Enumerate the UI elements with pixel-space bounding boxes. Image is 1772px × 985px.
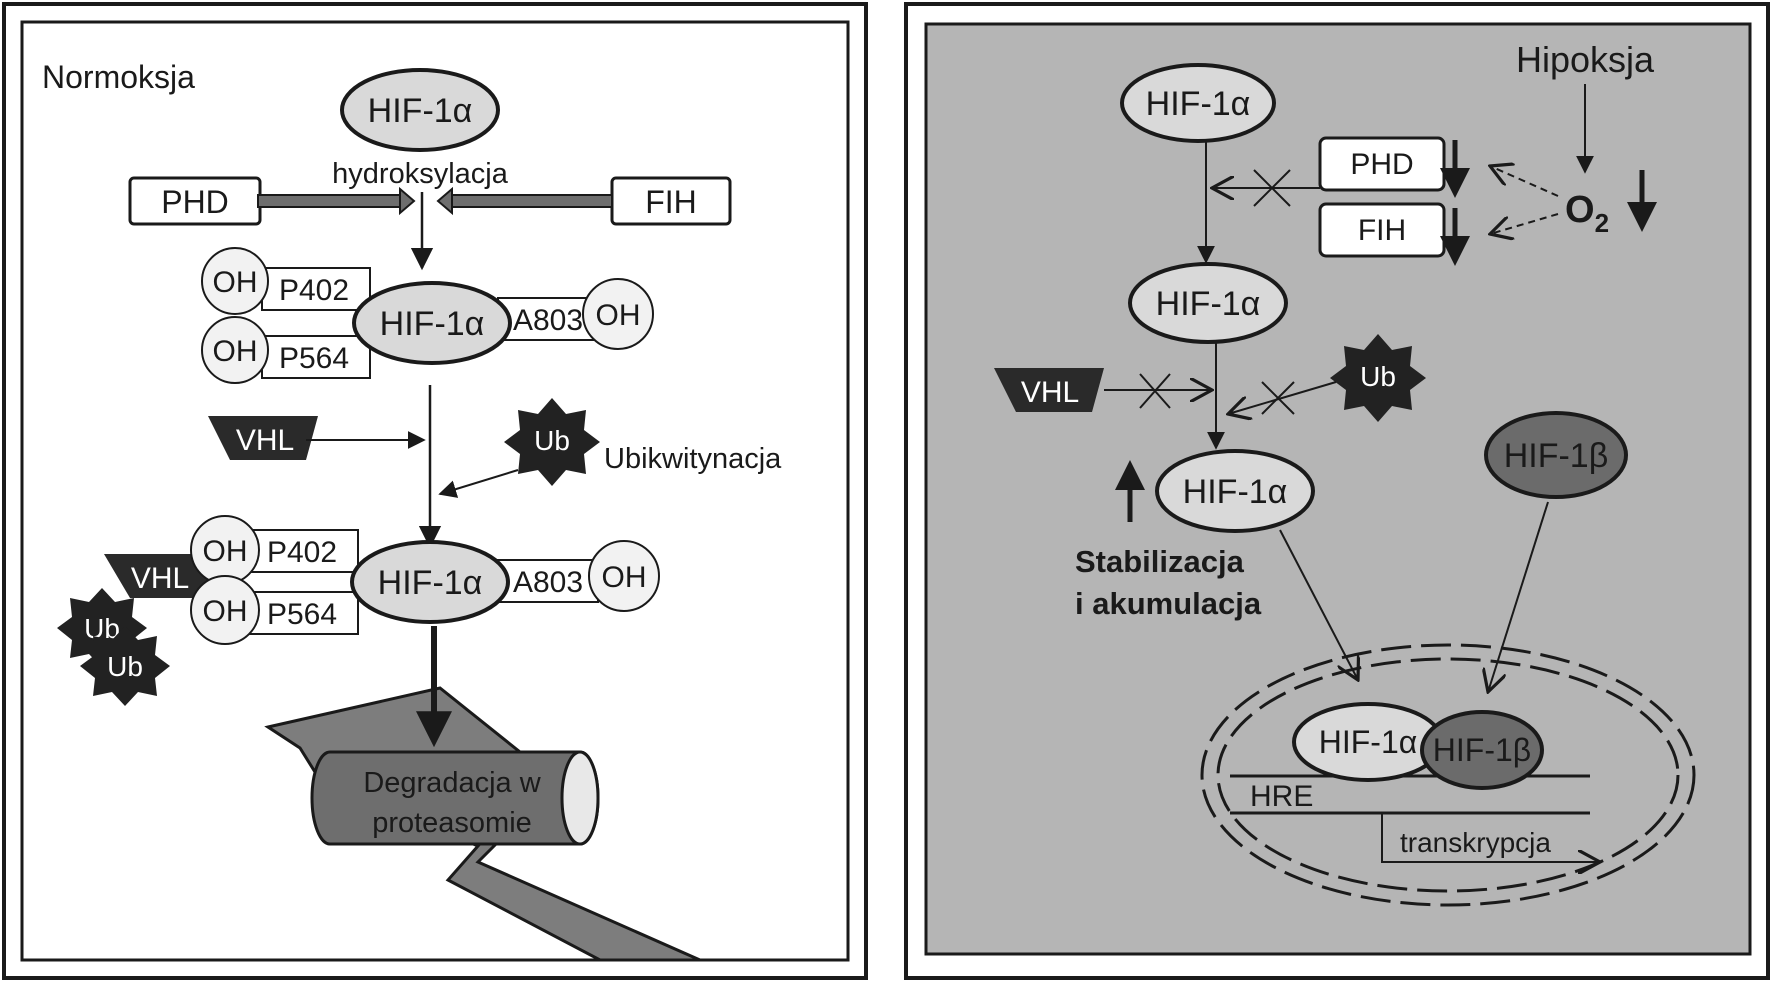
hif1a-ellipse-ubiquitinated xyxy=(350,540,510,624)
hif1a-label-hypoxia-1: HIF-1α xyxy=(1146,85,1251,123)
a803-label-ub: A803 xyxy=(513,566,583,599)
oh-label-p402: OH xyxy=(213,266,258,299)
p564-box-ub xyxy=(249,591,359,635)
proteasome-cylinder xyxy=(310,750,600,846)
block-cross-2 xyxy=(1139,373,1171,409)
p564-box xyxy=(261,335,371,379)
hif1b-ellipse xyxy=(1484,411,1628,499)
ub-star xyxy=(504,398,600,486)
ubiquitination-label: Ubikwitynacja xyxy=(604,443,782,475)
ub-label-hypoxia: Ub xyxy=(1360,361,1396,392)
ub-star-hypoxia xyxy=(1330,334,1426,422)
right-panel: Hipoksja O2 HIF-1α PHD FIH HIF-1α VHL xyxy=(904,2,1770,980)
a803-label: A803 xyxy=(513,304,583,337)
o2-label: O2 xyxy=(1565,189,1609,238)
o2-to-phd-dashed-arrow xyxy=(1490,166,1559,197)
hif1a-ellipse-hydroxylated xyxy=(352,281,512,365)
degradation-label-line2: proteasomie xyxy=(372,807,532,839)
oh-circle-p402 xyxy=(201,247,269,315)
hydroxylated-hif1a-complex: P402 P564 A803 OH OH OH HIF-1α xyxy=(201,247,654,384)
ub-bound-label-2: Ub xyxy=(107,651,143,682)
vhl-bound-label: VHL xyxy=(131,562,189,595)
arrow-hif1a-to-nucleus xyxy=(1279,529,1358,680)
normoxia-label: Normoksja xyxy=(42,59,195,95)
a803-box-ub xyxy=(497,559,599,603)
hypoxia-label: Hipoksja xyxy=(1516,39,1655,80)
hif1a-label-stabilized: HIF-1α xyxy=(1183,473,1288,511)
fih-thick-arrow xyxy=(436,186,613,216)
hif1a-label-hypoxia-2: HIF-1α xyxy=(1156,285,1261,323)
vhl-bound-shape xyxy=(104,554,215,598)
fih-label-hypoxia: FIH xyxy=(1358,214,1406,247)
oh-label-a803: OH xyxy=(596,299,641,332)
phd-label-hypoxia: PHD xyxy=(1350,148,1413,181)
vhl-label-hypoxia: VHL xyxy=(1021,376,1079,409)
oh-circle-a803-ub xyxy=(588,540,660,612)
oh-label-a803-ub: OH xyxy=(602,561,647,594)
vhl-shape xyxy=(208,416,318,460)
nucleus-outer-membrane xyxy=(1200,643,1696,907)
hif1b-ellipse-nucleus xyxy=(1420,710,1544,790)
phd-label: PHD xyxy=(161,184,229,220)
fih-label: FIH xyxy=(645,184,697,220)
hre-label: HRE xyxy=(1250,780,1313,813)
stabilization-label-line1: Stabilizacja xyxy=(1075,544,1245,579)
hif1a-ellipse-stabilized xyxy=(1155,449,1315,533)
ub-bound-star-2 xyxy=(80,626,170,706)
vhl-shape-hypoxia xyxy=(994,368,1104,412)
hif1b-label-nucleus: HIF-1β xyxy=(1433,732,1531,768)
degradation-label-line1: Degradacja w xyxy=(363,767,541,799)
ubiquitinated-hif1a-complex: VHL Ub Ub P402 P564 A803 OH OH OH HIF-1α xyxy=(57,515,660,706)
transcription-arrow xyxy=(1381,813,1600,862)
oh-label-p564: OH xyxy=(213,335,258,368)
oh-label-p564-ub: OH xyxy=(203,595,248,628)
hif1a-ellipse-hypoxia-2 xyxy=(1128,262,1288,344)
arrow-ub-to-pathway xyxy=(438,469,519,498)
p402-label-ub: P402 xyxy=(267,536,337,569)
ub-label: Ub xyxy=(534,425,570,456)
hif1a-label-top: HIF-1α xyxy=(368,92,473,130)
hif1a-label-hydroxylated: HIF-1α xyxy=(380,305,485,343)
vhl-label: VHL xyxy=(236,424,294,457)
hif1a-ellipse-top xyxy=(340,68,500,152)
nucleus-inner-membrane xyxy=(1216,657,1680,893)
p402-label: P402 xyxy=(279,274,349,307)
stabilization-label-line2: i akumulacja xyxy=(1075,586,1262,621)
blocked-ub-arrow xyxy=(1228,381,1337,414)
phd-box-hypoxia xyxy=(1318,136,1446,192)
oh-circle-p564 xyxy=(201,316,269,384)
p564-label: P564 xyxy=(279,342,349,375)
hif1a-label-ubiquitinated: HIF-1α xyxy=(378,564,483,602)
hif1a-ellipse-hypoxia-1 xyxy=(1120,63,1276,143)
hydroxylation-label: hydroksylacja xyxy=(332,158,509,190)
oh-label-p402-ub: OH xyxy=(203,535,248,568)
oh-circle-a803 xyxy=(582,278,654,350)
hif1a-label-nucleus: HIF-1α xyxy=(1319,724,1418,760)
hif1b-label: HIF-1β xyxy=(1504,437,1609,475)
p564-label-ub: P564 xyxy=(267,598,337,631)
fih-box-hypoxia xyxy=(1318,202,1446,258)
transcription-label: transkrypcja xyxy=(1400,827,1551,858)
phd-thick-arrow xyxy=(257,186,416,216)
oh-circle-p564-ub xyxy=(190,575,260,645)
left-panel: Normoksja HIF-1α hydroksylacja PHD FIH P… xyxy=(2,2,868,980)
p402-box xyxy=(261,267,371,311)
nucleus: HRE transkrypcja HIF-1α HIF-1β xyxy=(1200,643,1696,907)
block-cross-3 xyxy=(1261,381,1295,415)
block-cross-1 xyxy=(1253,169,1291,207)
